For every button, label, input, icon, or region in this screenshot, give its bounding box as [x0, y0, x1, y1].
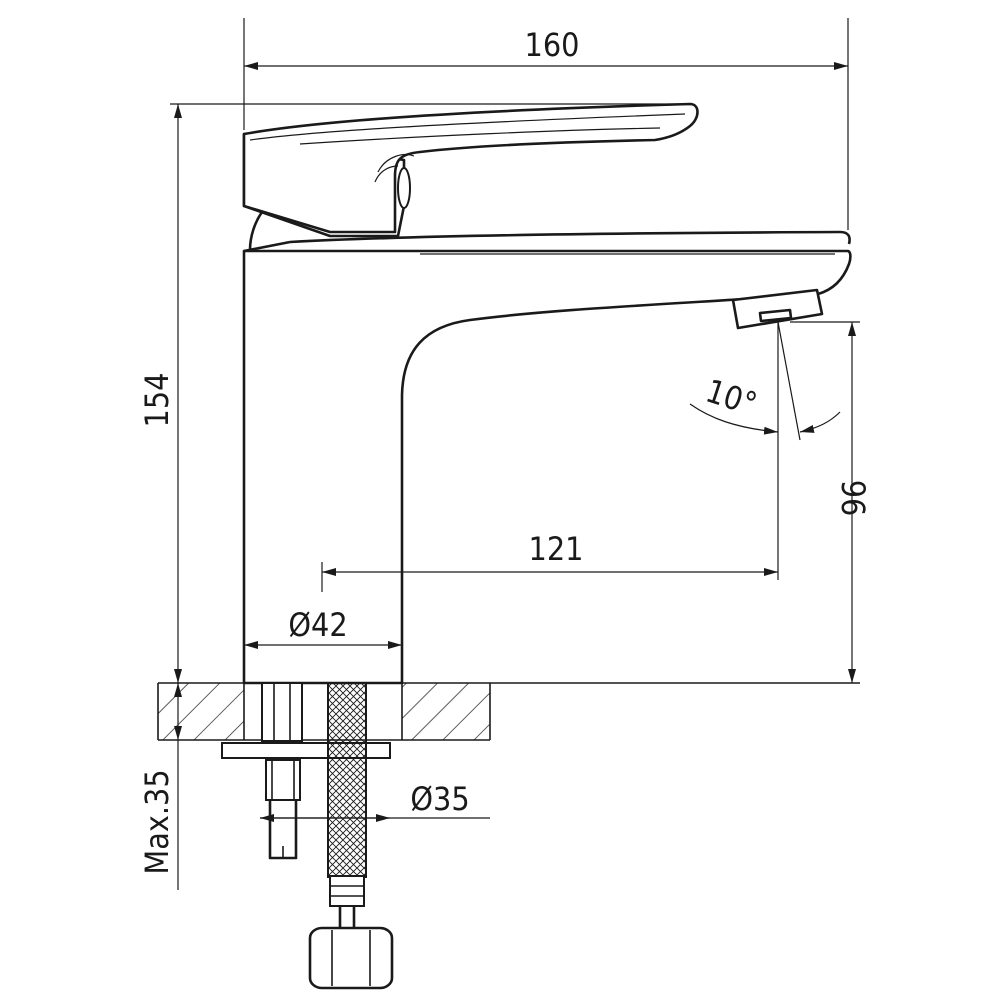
label-overall-width: 160 — [525, 26, 580, 64]
label-overall-height: 154 — [138, 373, 176, 428]
label-spout-reach: 121 — [529, 530, 584, 568]
label-base-diameter: Ø42 — [288, 606, 347, 644]
dimension-outlet-angle: 10° — [689, 321, 841, 441]
label-spout-height: 96 — [834, 480, 872, 517]
dimension-spout-height: 96 — [790, 321, 872, 683]
label-mounting-hole: Ø35 — [410, 780, 469, 818]
dimension-overall-width: 160 — [243, 18, 849, 230]
flexible-hose — [308, 682, 394, 990]
lever-handle — [242, 102, 699, 251]
dimension-spout-reach: 121 — [321, 322, 779, 592]
dimension-base-diameter: Ø42 — [244, 606, 402, 649]
dimension-max-deck-thickness: Max.35 — [138, 683, 182, 890]
label-max-deck-thickness: Max.35 — [138, 769, 176, 874]
dimension-overall-height: 154 — [138, 103, 690, 683]
dimension-mounting-hole: Ø35 — [260, 780, 490, 822]
